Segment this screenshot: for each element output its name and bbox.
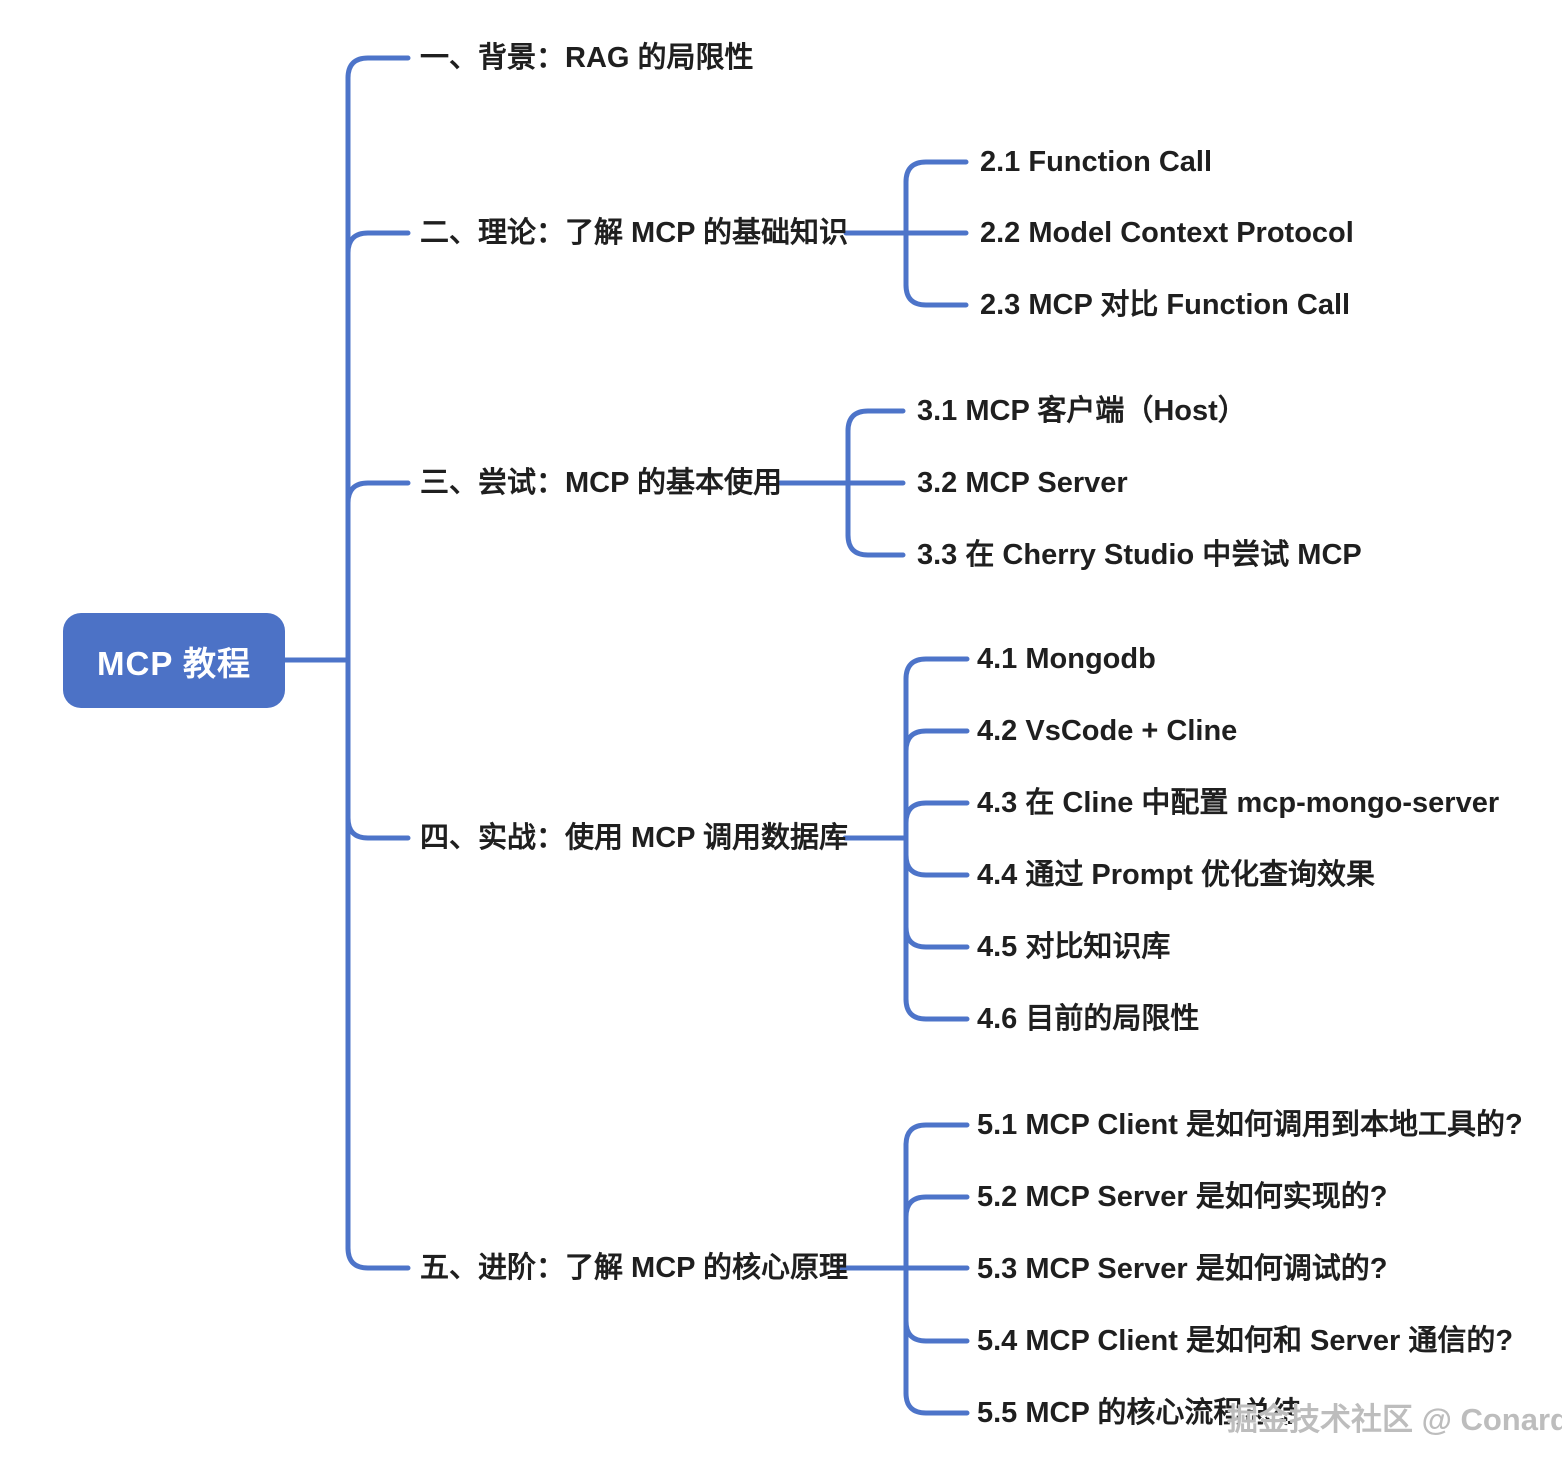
group-5-child-1-connector [903, 1122, 970, 1148]
group-2-child-1-connector [903, 159, 969, 185]
group-4-child-1-connector [903, 656, 970, 682]
subtopic-3-2[interactable]: 3.2 MCP Server [917, 467, 1128, 499]
group-3-child-1-connector [845, 408, 906, 434]
branch-1-connector [345, 55, 411, 81]
branch-4-topic[interactable]: 四、实战：使用 MCP 调用数据库 [420, 822, 849, 854]
subtopic-2-1[interactable]: 2.1 Function Call [980, 146, 1213, 178]
group-4-child-2-connector [903, 728, 970, 754]
subtopic-2-2[interactable]: 2.2 Model Context Protocol [980, 217, 1354, 249]
subtopic-4-1[interactable]: 4.1 Mongodb [977, 643, 1156, 675]
branch-3-topic[interactable]: 三、尝试：MCP 的基本使用 [420, 467, 782, 499]
branch-2-connector [345, 230, 411, 256]
group-4-child-6-connector [903, 996, 970, 1022]
subtopic-3-3[interactable]: 3.3 在 Cherry Studio 中尝试 MCP [917, 539, 1362, 571]
subtopic-5-2[interactable]: 5.2 MCP Server 是如何实现的? [977, 1181, 1388, 1213]
group-4-child-4-connector [903, 852, 970, 878]
branch-4-connector [345, 815, 411, 841]
subtopic-4-3[interactable]: 4.3 在 Cline 中配置 mcp-mongo-server [977, 787, 1500, 819]
subtopic-5-4[interactable]: 5.4 MCP Client 是如何和 Server 通信的? [977, 1325, 1514, 1357]
subtopic-4-6[interactable]: 4.6 目前的局限性 [977, 1003, 1200, 1035]
group-4-child-3-connector [903, 800, 970, 826]
subtopic-4-4[interactable]: 4.4 通过 Prompt 优化查询效果 [977, 859, 1375, 891]
branch-2-topic[interactable]: 二、理论：了解 MCP 的基础知识 [420, 217, 849, 249]
group-2-child-3-connector [903, 282, 969, 308]
root-node[interactable]: MCP 教程 [63, 613, 285, 708]
subtopic-4-2[interactable]: 4.2 VsCode + Cline [977, 715, 1238, 747]
branch-3-connector [345, 480, 411, 506]
subtopic-5-5[interactable]: 5.5 MCP 的核心流程总结 [977, 1397, 1301, 1429]
subtopic-5-1[interactable]: 5.1 MCP Client 是如何调用到本地工具的? [977, 1109, 1523, 1141]
subtopic-3-1[interactable]: 3.1 MCP 客户端（Host） [917, 395, 1247, 427]
group-3-child-3-connector [845, 532, 906, 558]
subtopic-2-3[interactable]: 2.3 MCP 对比 Function Call [980, 289, 1351, 321]
branch-1-topic[interactable]: 一、背景：RAG 的局限性 [420, 42, 754, 74]
subtopic-5-3[interactable]: 5.3 MCP Server 是如何调试的? [977, 1253, 1388, 1285]
watermark: 掘金技术社区 @ ConardLi [1227, 1402, 1562, 1437]
group-5-child-2-connector [903, 1194, 970, 1220]
branch-5-topic[interactable]: 五、进阶：了解 MCP 的核心原理 [420, 1252, 849, 1284]
group-4-child-5-connector [903, 924, 970, 950]
subtopic-4-5[interactable]: 4.5 对比知识库 [977, 931, 1171, 963]
group-5-child-4-connector [903, 1318, 970, 1344]
group-5-child-5-connector [903, 1390, 970, 1416]
branch-5-connector [345, 1245, 411, 1271]
